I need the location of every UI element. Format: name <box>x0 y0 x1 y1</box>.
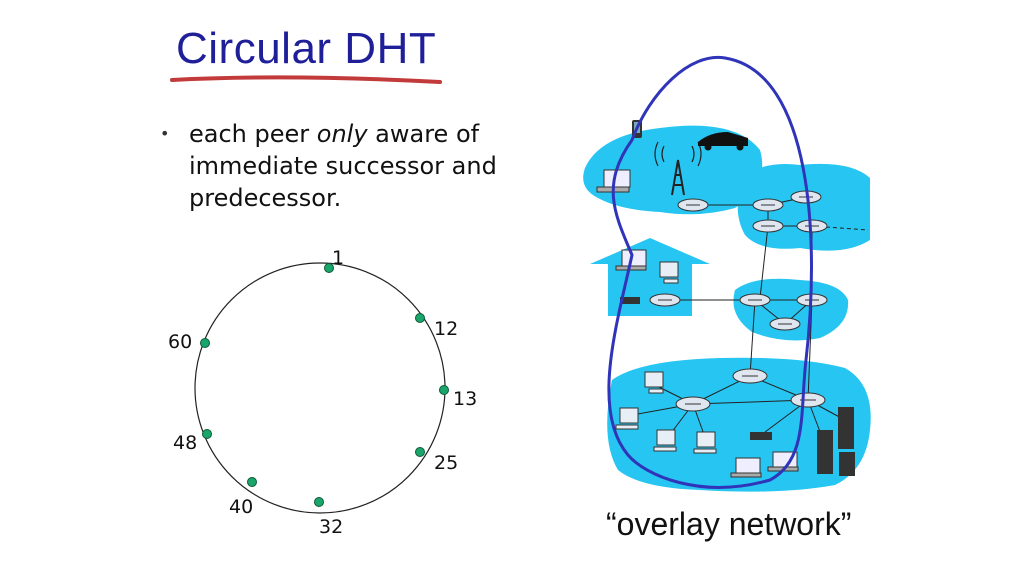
peer-node-60: 60 <box>168 331 210 353</box>
router-icon <box>677 198 709 212</box>
bullet-text-end: aware of immediate successor and predece… <box>189 120 497 212</box>
peer-label: 25 <box>434 452 458 474</box>
wifi-router-icons <box>620 297 772 440</box>
car-icon <box>698 132 748 151</box>
desktop-icon <box>693 431 717 454</box>
bullet-text-start: each peer <box>189 120 317 148</box>
home-network <box>590 238 710 316</box>
router-icon <box>769 317 801 331</box>
peer-dot <box>314 497 324 507</box>
overlay-network-loop <box>607 55 813 489</box>
ring-circle <box>194 262 446 514</box>
server-icons <box>817 407 855 476</box>
wifi-router-icon <box>620 297 640 304</box>
desktop-icon <box>644 371 664 394</box>
peer-label: 13 <box>453 388 477 410</box>
isp-cloud-middle <box>733 278 849 341</box>
slide-title: Circular DHT <box>176 24 437 73</box>
desktop-icon <box>653 429 677 452</box>
peer-label: 40 <box>229 496 253 518</box>
router-icon <box>675 396 711 412</box>
peer-node-12: 12 <box>415 313 458 340</box>
router-icon <box>732 368 768 384</box>
peer-dot <box>415 313 425 323</box>
peer-node-48: 48 <box>173 429 212 454</box>
peer-node-25: 25 <box>415 447 458 474</box>
desktop-icon <box>615 407 639 430</box>
router-icon <box>752 219 784 233</box>
router-icon <box>739 293 771 307</box>
network-illustration: “overlay network” <box>583 55 871 542</box>
peer-label: 48 <box>173 432 197 454</box>
dht-ring: 1 12 13 25 32 40 48 60 <box>168 247 477 538</box>
peer-dot <box>247 477 257 487</box>
peer-label: 32 <box>319 516 343 538</box>
peer-node-13: 13 <box>439 385 477 410</box>
router-icon <box>796 219 828 233</box>
title-underline <box>170 75 442 84</box>
peer-node-1: 1 <box>324 247 344 273</box>
server-icon <box>839 452 855 476</box>
peer-dot <box>324 263 334 273</box>
bullet-text: each peer only aware of immediate succes… <box>189 118 539 214</box>
home-roof <box>590 238 710 264</box>
router-icon <box>790 392 826 408</box>
peer-label: 12 <box>434 318 458 340</box>
desktop-icon <box>659 261 679 284</box>
overlay-network-caption: “overlay network” <box>606 506 851 542</box>
peer-dot <box>202 429 212 439</box>
bullet-text-emphasis: only <box>316 120 368 148</box>
peer-dot <box>439 385 449 395</box>
peer-dot <box>200 338 210 348</box>
peer-label: 1 <box>332 247 344 269</box>
wifi-router-icon <box>750 432 772 440</box>
peer-node-32: 32 <box>314 497 343 538</box>
laptop-icon <box>615 249 647 271</box>
router-icons <box>649 190 828 412</box>
cell-tower-icon <box>654 141 702 196</box>
peer-node-40: 40 <box>229 477 257 518</box>
router-icon <box>649 293 681 307</box>
peer-label: 60 <box>168 331 192 353</box>
laptop-icon <box>730 457 762 478</box>
server-icon <box>817 430 833 474</box>
bullet-icon: • <box>160 124 170 143</box>
desktop-icons <box>615 261 717 454</box>
peer-dot <box>415 447 425 457</box>
server-icon <box>838 407 854 449</box>
router-icon <box>752 198 784 212</box>
